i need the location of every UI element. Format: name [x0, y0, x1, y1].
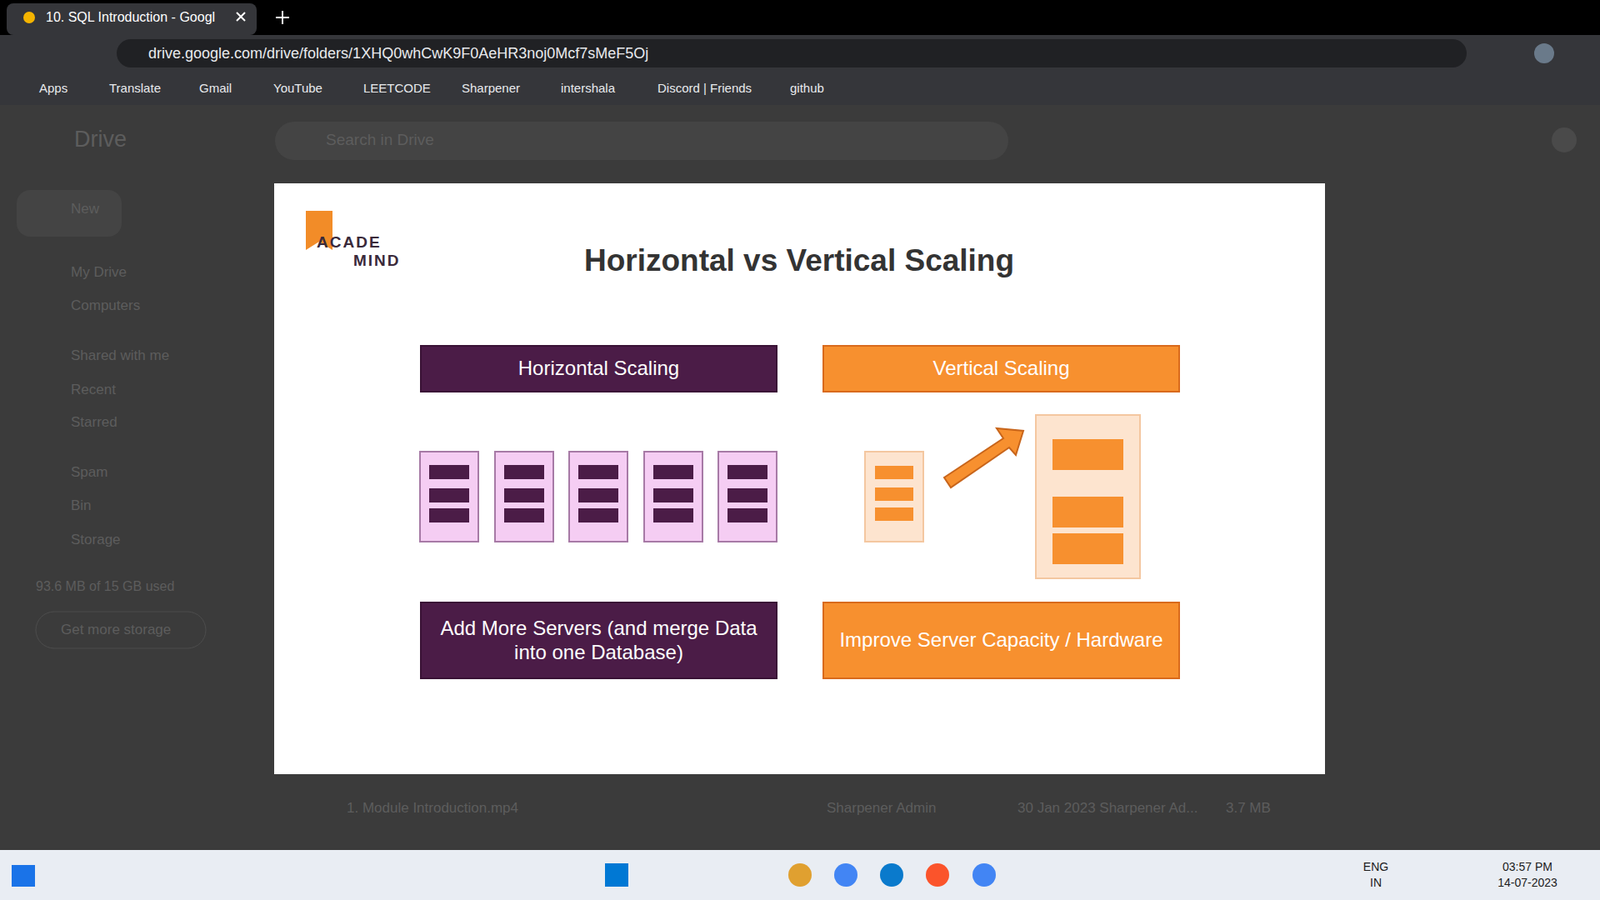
tab-bar [0, 0, 1600, 35]
box-text: Improve Server Capacity / Hardware [839, 628, 1163, 653]
file-name: 1. Module Introduction.mp4 [346, 800, 519, 817]
storage-pill [35, 611, 206, 649]
bookmark: Gmail [199, 80, 232, 95]
tab-title: 10. SQL Introduction - Googl [45, 10, 215, 25]
tray-text: IN [1370, 875, 1382, 890]
app-icon [925, 863, 950, 887]
nav-item: Shared with me [70, 347, 170, 365]
bookmark: intershala [560, 80, 615, 95]
nav-item: Computers [70, 297, 140, 315]
file-modified: 30 Jan 2023 Sharpener Ad... [1017, 800, 1198, 817]
bookmarks-bar [0, 71, 1600, 105]
bookmark: LEETCODE [363, 80, 431, 95]
taskbar [0, 850, 1600, 900]
button-text: New [70, 200, 100, 218]
button-text: Get more storage [60, 621, 171, 639]
bookmark: Sharpener [461, 80, 520, 95]
nav-item: Storage [70, 531, 121, 549]
big-server [1035, 415, 1140, 579]
logo-text: ACADE [316, 233, 382, 252]
clock-date: 14-07-2023 [1497, 875, 1558, 890]
bookmark: Apps [39, 80, 68, 95]
account-icon [1551, 127, 1577, 153]
bookmark: YouTube [273, 80, 323, 95]
profile-icon [1534, 43, 1555, 64]
search-placeholder: Search in Drive [325, 130, 435, 150]
widgets-icon [11, 865, 35, 887]
bookmark: Discord | Friends [657, 80, 752, 95]
box-text: Add More Servers (and merge Data into on… [433, 616, 765, 665]
url-field [116, 39, 1467, 68]
storage-info: 93.6 MB of 15 GB used [35, 579, 175, 595]
dimmed-drive [0, 105, 1600, 850]
app-name: Drive [74, 126, 127, 153]
nav-item: Starred [70, 414, 118, 431]
box-text: Vertical Scaling [932, 356, 1070, 381]
address-row [0, 35, 1600, 72]
bookmark: github [790, 80, 825, 95]
clock-time: 03:57 PM [1502, 860, 1553, 874]
bookmark: Translate [109, 80, 161, 95]
drive-favicon [23, 11, 35, 24]
app-icon [834, 863, 858, 887]
description-box: Add More Servers (and merge Data into on… [420, 601, 778, 680]
server-row [420, 451, 777, 542]
start-icon [605, 863, 629, 887]
file-owner: Sharpener Admin [826, 800, 936, 817]
tray-text: ENG [1363, 860, 1389, 874]
nav-item: Spam [70, 464, 108, 481]
nav-item: Recent [70, 381, 116, 399]
app-icon [788, 863, 812, 887]
app-icon [880, 863, 904, 887]
active-tab [6, 3, 257, 35]
slide [274, 183, 1325, 775]
scale-up-arrow [944, 428, 1024, 488]
app-icon [972, 863, 996, 887]
nav-item: Bin [70, 497, 92, 515]
description-box: Improve Server Capacity / Hardware [822, 601, 1180, 680]
search-field [275, 121, 1009, 160]
new-tab [275, 10, 290, 25]
nav-item: My Drive [70, 264, 127, 281]
new-button [16, 190, 122, 237]
logo-text: MIND [353, 251, 401, 270]
box-text: Horizontal Scaling [518, 356, 680, 381]
header-box: Horizontal Scaling [420, 345, 778, 393]
tab-close [236, 12, 245, 21]
slide-title: Horizontal vs Vertical Scaling [584, 243, 1015, 280]
file-size: 3.7 MB [1225, 800, 1271, 817]
url-text: drive.google.com/drive/folders/1XHQ0whCw… [148, 45, 649, 63]
header-box: Vertical Scaling [822, 345, 1180, 393]
small-server [865, 451, 924, 542]
